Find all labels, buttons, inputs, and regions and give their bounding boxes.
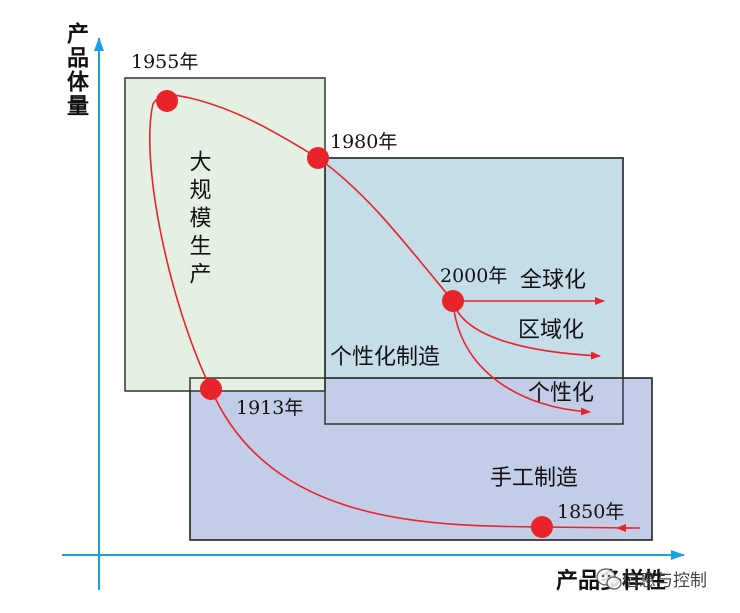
- mass-production-zone: [124, 77, 326, 392]
- evolution-curve: [148, 94, 633, 529]
- zone-label-mass-production: 大规模生产: [186, 150, 212, 290]
- y-axis-label: 产品体量: [63, 22, 89, 118]
- label-1955: 1955年: [131, 51, 198, 73]
- wechat-icon: [596, 568, 622, 590]
- branch-regionalization-arrow: [452, 300, 601, 360]
- watermark: 信息与控制: [596, 568, 707, 591]
- branch-label-regionalization: 区域化: [518, 318, 584, 343]
- branch-label-personalization: 个性化: [528, 381, 594, 406]
- branch-personalization-arrow: [452, 300, 591, 416]
- label-2000: 2000年: [440, 265, 507, 287]
- zone-label-personalized: 个性化制造: [330, 345, 440, 370]
- handcraft-zone: [189, 377, 653, 541]
- zone-label-handcraft: 手工制造: [490, 466, 578, 491]
- handcraft-zone-outline: [189, 377, 653, 541]
- branch-label-globalization: 全球化: [520, 268, 586, 293]
- dot-1980: [307, 147, 329, 169]
- personalized-zone-outline: [324, 157, 624, 425]
- label-1850: 1850年: [557, 501, 624, 523]
- dot-1913: [200, 378, 222, 400]
- watermark-text: 信息与控制: [622, 571, 707, 591]
- label-1980: 1980年: [330, 131, 397, 153]
- dot-2000: [442, 290, 464, 312]
- dot-1850: [531, 516, 553, 538]
- dot-1955: [156, 90, 178, 112]
- label-1913: 1913年: [236, 397, 303, 419]
